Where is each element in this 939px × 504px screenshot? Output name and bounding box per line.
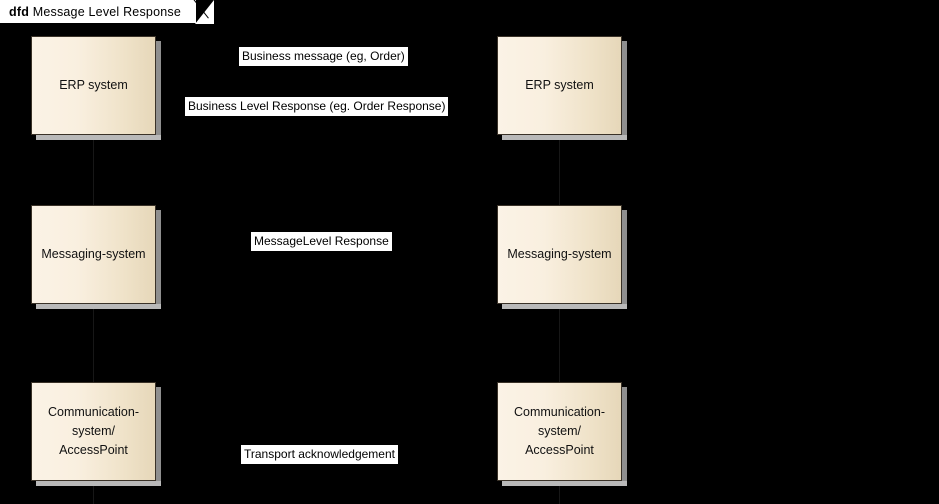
node-shadow-msg-right-edge [622, 210, 627, 304]
node-label: Communication- system/ AccessPoint [47, 405, 139, 457]
node-label: Messaging-system [507, 247, 612, 261]
node-label: ERP system [59, 78, 128, 92]
frame-title: dfd Message Level Response [9, 5, 181, 19]
node-communication-system-left[interactable]: Communication- system/ AccessPoint [31, 382, 156, 481]
frame-keyword: dfd [9, 4, 30, 19]
message-label-message-level-response[interactable]: MessageLevel Response [250, 231, 393, 252]
node-shadow-msg-left-edge [156, 210, 161, 304]
message-label-transport-acknowledgement[interactable]: Transport acknowledgement [240, 444, 399, 465]
node-shadow-erp-right-edge [622, 41, 627, 135]
node-messaging-system-right[interactable]: Messaging-system [497, 205, 622, 304]
node-communication-system-right[interactable]: Communication- system/ AccessPoint [497, 382, 622, 481]
frame-title-text: Message Level Response [32, 4, 181, 19]
node-shadow-comm-left-edge [156, 387, 161, 481]
node-erp-left[interactable]: ERP system [31, 36, 156, 135]
node-messaging-system-left[interactable]: Messaging-system [31, 205, 156, 304]
node-shadow-erp-left-edge [156, 41, 161, 135]
node-shadow-comm-right-edge [622, 387, 627, 481]
frame-title-tab-body: dfd Message Level Response [0, 0, 196, 23]
node-label: Communication- system/ AccessPoint [513, 405, 605, 457]
message-text: Business message (eg, Order) [242, 49, 405, 63]
message-label-business-message[interactable]: Business message (eg, Order) [238, 46, 409, 67]
frame-title-tab: dfd Message Level Response [0, 0, 214, 24]
message-text: MessageLevel Response [254, 234, 389, 248]
node-erp-right[interactable]: ERP system [497, 36, 622, 135]
node-label: ERP system [525, 78, 594, 92]
message-label-business-level-response[interactable]: Business Level Response (eg. Order Respo… [184, 96, 450, 117]
message-text: Business Level Response (eg. Order Respo… [188, 99, 446, 113]
message-text: Transport acknowledgement [244, 447, 395, 461]
node-label: Messaging-system [41, 247, 146, 261]
